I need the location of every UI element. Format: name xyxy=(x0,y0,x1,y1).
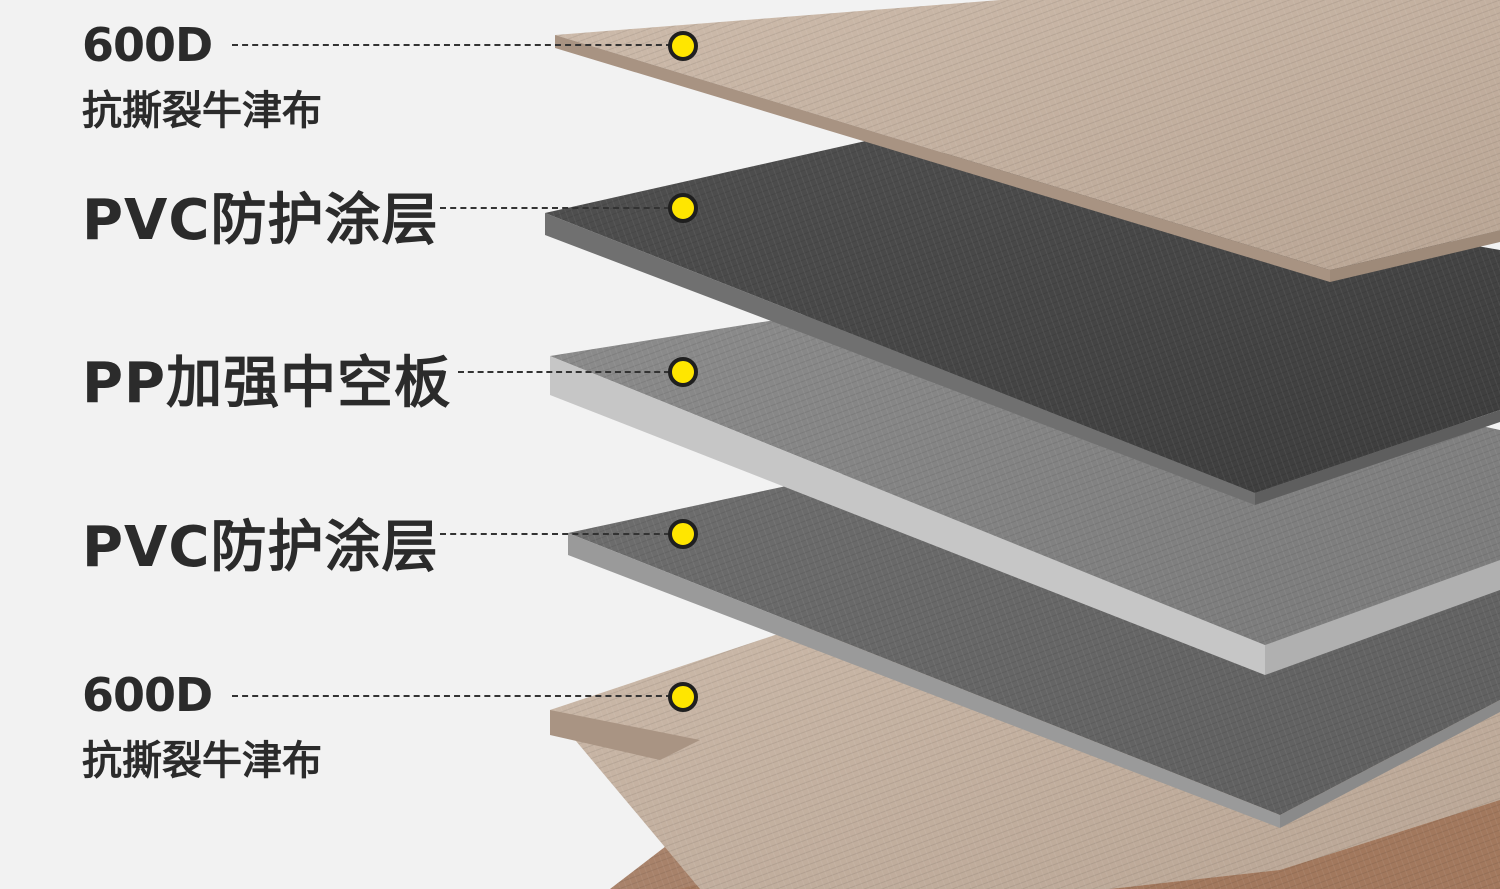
leader-line-2 xyxy=(440,207,670,209)
layer-2-code: PVC防护涂层 xyxy=(82,188,439,253)
marker-dot-4 xyxy=(668,519,698,549)
leader-line-3 xyxy=(458,371,670,373)
layer-5-code: 600D xyxy=(82,668,213,722)
marker-dot-5 xyxy=(668,682,698,712)
leader-line-5 xyxy=(232,695,672,697)
layer-1-code: 600D xyxy=(82,18,213,72)
layer-3-code: PP加强中空板 xyxy=(82,351,452,416)
layer-4-code: PVC防护涂层 xyxy=(82,515,439,580)
marker-dot-2 xyxy=(668,193,698,223)
layer-5-name: 抗撕裂牛津布 xyxy=(82,738,322,784)
marker-dot-3 xyxy=(668,357,698,387)
layer-1-oxford xyxy=(555,0,1500,282)
layer-1-name: 抗撕裂牛津布 xyxy=(82,88,322,134)
marker-dot-1 xyxy=(668,31,698,61)
leader-line-4 xyxy=(440,533,670,535)
leader-line-1 xyxy=(232,44,672,46)
